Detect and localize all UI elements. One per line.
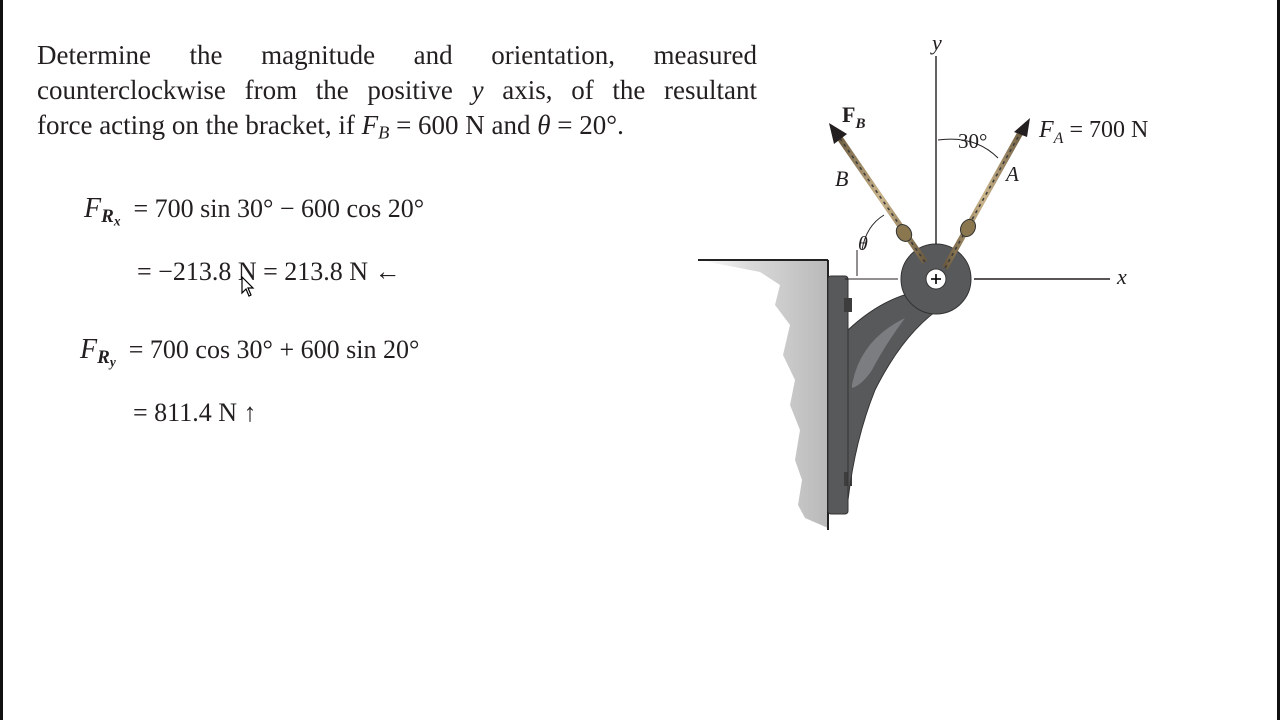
bolt-top [844, 298, 852, 312]
video-frame-left-edge [0, 0, 3, 720]
force-b-label: FB [842, 102, 865, 132]
equation-fry: FRy = 700 cos 30° + 600 sin 20° [80, 334, 420, 370]
turnbuckle-a [959, 218, 977, 238]
equation-frx: FRx = 700 sin 30° − 600 cos 20° [84, 193, 425, 229]
equation-fry-result: = 811.4 N ↑ [133, 398, 256, 428]
video-frame-right-edge [1277, 0, 1280, 720]
wall [698, 260, 828, 528]
angle-30-arc [937, 138, 999, 159]
force-b-arrowhead [829, 123, 847, 144]
frx-expression: = 700 sin 30° − 600 cos 20° [133, 194, 425, 223]
fry-symbol: FRy [80, 334, 116, 370]
y-axis-label: y [930, 30, 942, 55]
point-a-label: A [1004, 162, 1019, 186]
bracket-arm-highlight [852, 318, 905, 388]
problem-line-2: counterclockwise from the positive y axi… [37, 75, 757, 105]
equation-frx-result: = −213.8 N = 213.8 N ← [137, 257, 401, 287]
force-a-label: FA = 700 N [1038, 117, 1148, 147]
frx-symbol: FRx [84, 193, 121, 229]
fry-expression: = 700 cos 30° + 600 sin 20° [128, 335, 420, 364]
force-a-arrowhead [1014, 118, 1030, 137]
theta-arc [861, 214, 885, 251]
mouse-cursor-icon [241, 276, 255, 297]
theta-label: θ [858, 233, 868, 255]
angle-30-label: 30° [958, 129, 987, 153]
problem-statement: Determine the magnitude and orientation,… [37, 38, 757, 143]
turnbuckle-b [895, 224, 913, 242]
fry-result: = 811.4 N ↑ [133, 398, 257, 427]
problem-line-1: Determine the magnitude and orientation,… [37, 40, 757, 70]
frx-result: = −213.8 N = 213.8 N ← [137, 257, 401, 286]
point-b-label: B [835, 166, 848, 191]
x-axis-label: x [1116, 264, 1127, 289]
problem-line-3: force acting on the bracket, if FB = 600… [37, 110, 624, 143]
